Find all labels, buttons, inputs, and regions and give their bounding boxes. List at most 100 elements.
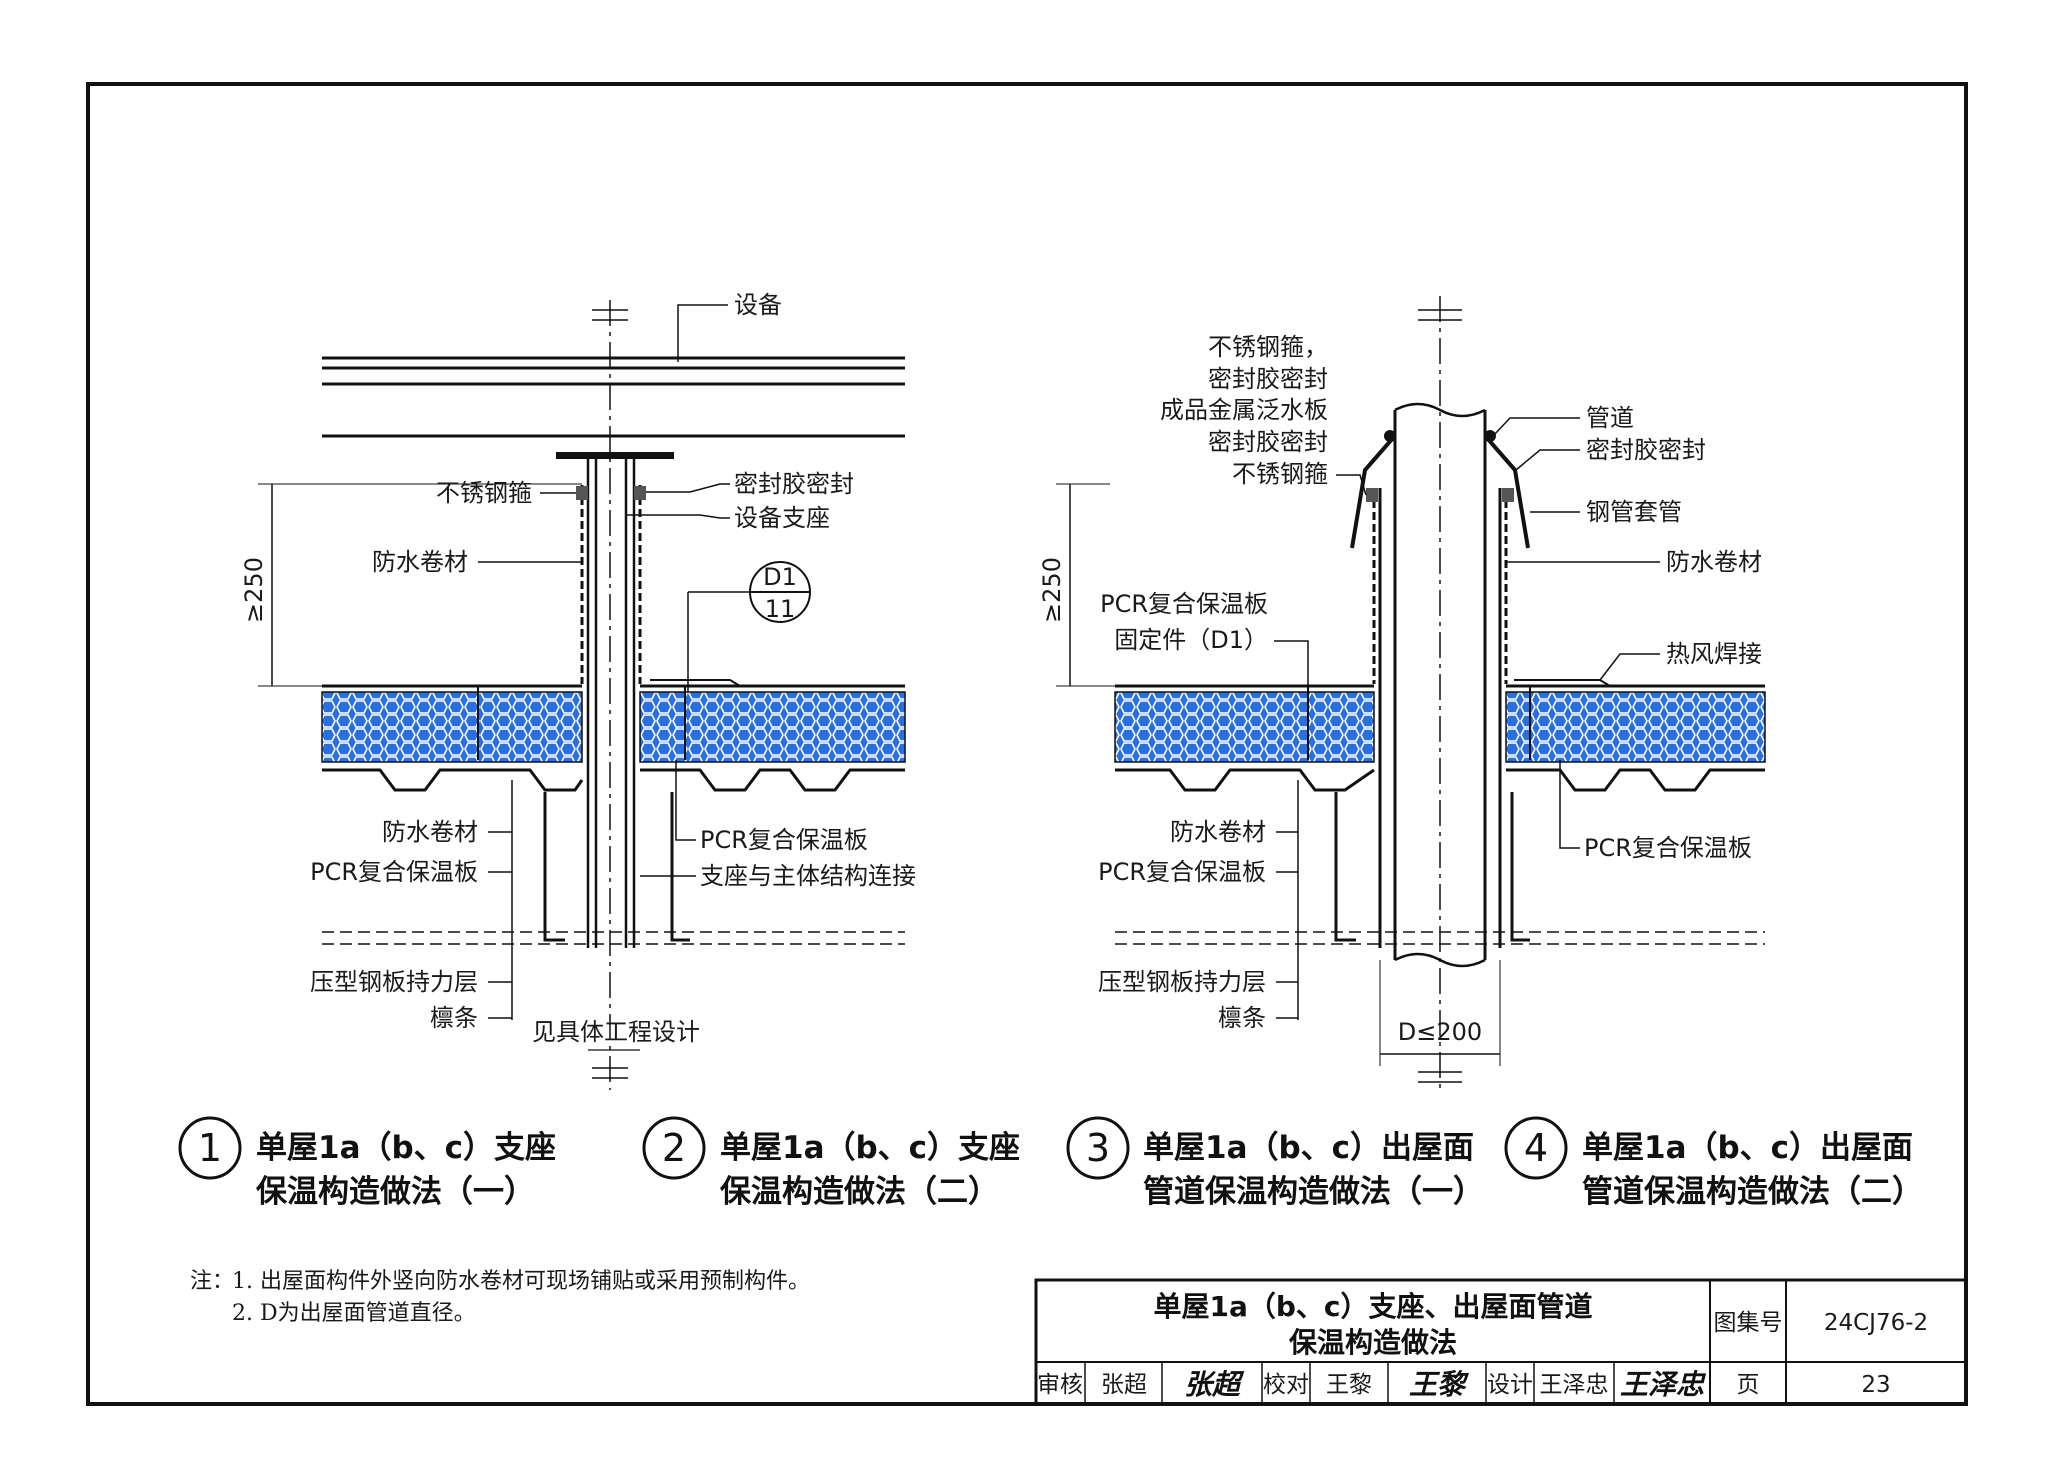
detail-number-circle xyxy=(1066,1116,1130,1180)
insulation-board xyxy=(321,691,583,763)
stainless-hoop-shape xyxy=(576,486,588,500)
label-hoop-comma: 不锈钢箍， xyxy=(1208,333,1328,361)
detail-caption-line2: 管道保温构造做法（一） xyxy=(1143,1174,1484,1210)
label-see-design: 见具体工程设计 xyxy=(532,1018,700,1046)
reviewer-signature: 张超 xyxy=(1184,1368,1245,1401)
detail-number: 1 xyxy=(198,1126,222,1170)
stainless-hoop-shape xyxy=(1366,488,1378,502)
label-sealant-right: 密封胶密封 xyxy=(1586,436,1706,464)
label-steel-deck: 压型钢板持力层 xyxy=(1098,968,1266,996)
detail-caption-line2: 保温构造做法（一） xyxy=(256,1174,535,1210)
label-equipment-support: 设备支座 xyxy=(734,504,830,532)
label-pcr-board-right: PCR复合保温板 xyxy=(1584,834,1752,862)
label-purlin: 檩条 xyxy=(1218,1004,1266,1032)
notes: 注： 1. 出屋面构件外竖向防水卷材可现场铺贴或采用预制构件。 2. D为出屋面… xyxy=(190,1269,810,1326)
purlin-shape xyxy=(1334,792,1356,942)
leader-equipment xyxy=(677,304,728,362)
pipe-detail: ≥250 D≤200 不锈钢箍， 密封胶密封 成品金属泛水板 密封胶密封 不锈钢… xyxy=(1038,296,1766,1094)
pipe-break-bottom xyxy=(1394,952,1486,968)
insulation-board xyxy=(639,691,906,763)
label-flashing: 成品金属泛水板 xyxy=(1160,396,1328,424)
atlas-number: 24CJ76-2 xyxy=(1824,1310,1928,1336)
label-equipment: 设备 xyxy=(734,291,782,319)
label-sealant-1: 密封胶密封 xyxy=(1208,365,1328,393)
label-support-connection: 支座与主体结构连接 xyxy=(700,862,916,890)
detail-caption-line1: 单屋1a（b、c）支座 xyxy=(720,1130,1020,1166)
reference-bottom: 11 xyxy=(765,595,796,623)
height-dimension: ≥250 xyxy=(1038,557,1066,623)
label-waterproof-bottom: 防水卷材 xyxy=(1170,818,1266,846)
stainless-hoop-shape xyxy=(634,486,646,500)
label-steel-sleeve: 钢管套管 xyxy=(1586,498,1682,526)
weld-lap xyxy=(650,679,741,687)
detail-caption-line1: 单屋1a（b、c）出屋面 xyxy=(1143,1130,1474,1166)
detail-caption-line1: 单屋1a（b、c）出屋面 xyxy=(1582,1130,1913,1166)
sheet-border xyxy=(86,82,1968,1406)
hoop-top-shape xyxy=(1484,430,1496,442)
designer-name: 王泽忠 xyxy=(1540,1372,1609,1398)
purlin-shape xyxy=(543,792,565,942)
steel-deck xyxy=(1115,768,1375,792)
review-label: 审核 xyxy=(1037,1372,1083,1398)
diameter-dimension: D≤200 xyxy=(1398,1018,1482,1046)
hoop-top-shape xyxy=(1384,430,1396,442)
purlin-shape xyxy=(1510,792,1530,942)
checker-name: 王黎 xyxy=(1326,1372,1372,1398)
detail-number-circle xyxy=(178,1116,242,1180)
checker-signature: 王黎 xyxy=(1409,1368,1469,1401)
insulation-board xyxy=(1505,691,1766,763)
detail-captions: 1 单屋1a（b、c）支座 保温构造做法（一） 2 单屋1a（b、c）支座 保温… xyxy=(178,1116,1923,1210)
steel-deck xyxy=(1506,768,1765,792)
designer-signature: 王泽忠 xyxy=(1620,1368,1707,1401)
leader-sealant-right xyxy=(1515,449,1580,471)
label-pipe: 管道 xyxy=(1586,404,1634,432)
detail-caption-line1: 单屋1a（b、c）支座 xyxy=(256,1130,556,1166)
height-dimension: ≥250 xyxy=(240,557,268,623)
support-detail: ≥250 D1 11 设备 不锈钢箍 密封胶密封 设备支座 防水卷材 防水卷材 … xyxy=(240,291,916,1090)
check-label: 校对 xyxy=(1263,1372,1309,1398)
label-pcr-board-right: PCR复合保温板 xyxy=(700,826,868,854)
note-line: 2. D为出屋面管道直径。 xyxy=(232,1301,476,1326)
notes-prefix: 注： xyxy=(190,1269,234,1294)
label-waterproof-top: 防水卷材 xyxy=(1666,548,1762,576)
detail-caption-line2: 管道保温构造做法（二） xyxy=(1582,1174,1923,1210)
label-pcr-board-left: PCR复合保温板 xyxy=(1098,858,1266,886)
label-sealant-seal: 密封胶密封 xyxy=(734,470,854,498)
design-label: 设计 xyxy=(1487,1372,1533,1398)
label-fixing: 固定件（D1） xyxy=(1114,626,1268,654)
steel-deck xyxy=(640,768,905,792)
detail-caption-line2: 保温构造做法（二） xyxy=(720,1174,999,1210)
title-block: 单屋1a（b、c）支座、出屋面管道 保温构造做法 图集号 24CJ76-2 审核… xyxy=(1034,1278,1968,1406)
label-pcr-top: PCR复合保温板 xyxy=(1100,590,1268,618)
leader-left-stack xyxy=(1336,474,1367,496)
pipe-break-top xyxy=(1394,402,1486,418)
label-purlin: 檩条 xyxy=(430,1004,478,1032)
drawing-title-line2: 保温构造做法 xyxy=(1289,1326,1457,1359)
page-number: 23 xyxy=(1861,1372,1890,1398)
detail-number-circle xyxy=(1504,1116,1568,1180)
detail-number: 3 xyxy=(1086,1126,1110,1170)
label-waterproof-top: 防水卷材 xyxy=(372,548,468,576)
note-line: 1. 出屋面构件外竖向防水卷材可现场铺贴或采用预制构件。 xyxy=(232,1269,810,1294)
atlas-label: 图集号 xyxy=(1714,1310,1783,1336)
flashing-shape xyxy=(1350,436,1395,549)
leader-pcr-right xyxy=(675,760,696,841)
label-pcr-board-left: PCR复合保温板 xyxy=(310,858,478,886)
leader-weld xyxy=(1599,653,1660,681)
label-stainless-hoop: 不锈钢箍 xyxy=(436,479,532,507)
reference-top: D1 xyxy=(763,563,797,591)
drawing-title-line1: 单屋1a（b、c）支座、出屋面管道 xyxy=(1153,1290,1592,1323)
purlin-shape xyxy=(670,792,690,942)
detail-number: 4 xyxy=(1524,1126,1548,1170)
leader-support xyxy=(626,514,730,519)
steel-deck xyxy=(322,768,584,792)
insulation-board xyxy=(1114,691,1375,763)
reviewer-name: 张超 xyxy=(1101,1372,1147,1398)
leader-pipe xyxy=(1492,417,1580,437)
flashing-shape xyxy=(1485,436,1530,549)
label-steel-deck: 压型钢板持力层 xyxy=(310,968,478,996)
detail-number: 2 xyxy=(662,1126,686,1170)
detail-number-circle xyxy=(642,1116,706,1180)
label-sealant-2: 密封胶密封 xyxy=(1208,428,1328,456)
